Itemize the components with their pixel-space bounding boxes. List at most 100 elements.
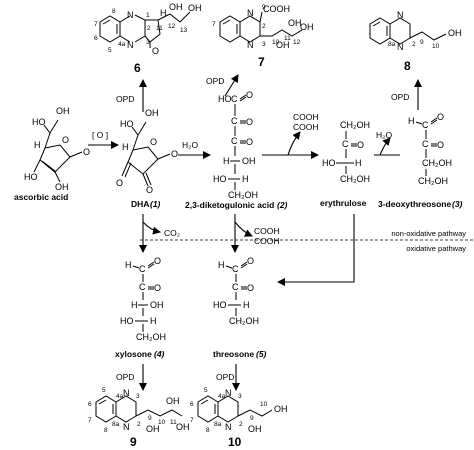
ascorbic-acid-label: ascorbic acid bbox=[14, 192, 68, 202]
svg-text:N: N bbox=[247, 40, 254, 50]
svg-text:OH: OH bbox=[166, 396, 180, 406]
dkg-number: (2) bbox=[277, 200, 288, 210]
svg-text:C: C bbox=[232, 264, 239, 274]
svg-text:H: H bbox=[160, 8, 167, 18]
svg-text:5: 5 bbox=[102, 387, 106, 394]
svg-text:HO: HO bbox=[120, 119, 134, 129]
threosone-structure: H C O C O HO H CH₂OH bbox=[213, 256, 259, 326]
svg-text:8: 8 bbox=[104, 427, 108, 434]
svg-text:N: N bbox=[127, 40, 134, 50]
dha-label: DHA bbox=[131, 199, 149, 209]
svg-text:HO: HO bbox=[218, 94, 232, 104]
svg-text:H: H bbox=[223, 156, 230, 166]
svg-text:OH: OH bbox=[274, 404, 288, 414]
svg-text:C: C bbox=[422, 120, 429, 130]
opd-label-9: OPD bbox=[116, 372, 134, 382]
svg-text:OH: OH bbox=[248, 424, 262, 434]
dha-structure: HO OH H O O O O bbox=[116, 108, 178, 195]
svg-text:7: 7 bbox=[190, 417, 194, 424]
compound-10-number: 10 bbox=[228, 435, 242, 449]
svg-text:O: O bbox=[83, 147, 90, 157]
svg-text:O: O bbox=[171, 149, 178, 159]
svg-text:2: 2 bbox=[137, 421, 141, 428]
svg-text:11: 11 bbox=[170, 419, 177, 426]
svg-text:9: 9 bbox=[262, 4, 266, 11]
svg-text:2: 2 bbox=[239, 421, 243, 428]
svg-text:N: N bbox=[127, 10, 134, 20]
svg-text:9: 9 bbox=[420, 39, 424, 46]
svg-text:O: O bbox=[152, 46, 159, 56]
svg-text:H: H bbox=[122, 142, 129, 152]
opd-label-10: OPD bbox=[216, 372, 234, 382]
svg-text:OH: OH bbox=[242, 156, 256, 166]
svg-text:10: 10 bbox=[272, 39, 280, 46]
svg-text:6: 6 bbox=[88, 401, 92, 408]
svg-text:HO: HO bbox=[120, 316, 134, 326]
oxalic-top-2: COOH bbox=[293, 122, 319, 132]
svg-text:13: 13 bbox=[180, 27, 188, 34]
svg-text:C: C bbox=[139, 282, 146, 292]
svg-text:9: 9 bbox=[148, 415, 152, 422]
svg-text:O: O bbox=[154, 283, 161, 293]
svg-text:C: C bbox=[231, 94, 238, 104]
compound-9-structure: N N OH OH OH 5 6 7 8 8a 4a 3 2 9 10 11 bbox=[88, 387, 190, 434]
svg-text:CH₂OH: CH₂OH bbox=[340, 174, 370, 184]
svg-text:OH: OH bbox=[288, 18, 302, 28]
compound-6-structure: N N H O OH OH 7 6 5 4a 8 1 2 3 11 12 13 bbox=[94, 2, 202, 56]
svg-text:CH₂OH: CH₂OH bbox=[136, 332, 166, 342]
svg-text:O: O bbox=[246, 117, 253, 127]
svg-text:C: C bbox=[342, 139, 349, 149]
svg-text:O: O bbox=[246, 90, 253, 100]
xylosone-label: xylosone bbox=[115, 349, 152, 359]
svg-text:HO: HO bbox=[32, 117, 46, 127]
svg-text:HO: HO bbox=[213, 300, 227, 310]
svg-text:8a: 8a bbox=[214, 421, 222, 428]
svg-text:OH: OH bbox=[145, 108, 159, 118]
ascorbic-acid-structure: HO OH H O O HO OH bbox=[24, 106, 90, 192]
svg-text:11: 11 bbox=[156, 25, 163, 32]
deoxythreosone-structure: H C O C O CH₂OH CH₂OH bbox=[408, 112, 452, 186]
dha-number: (1) bbox=[150, 199, 161, 209]
erythrulose-structure: CH₂OH C O HO H CH₂OH bbox=[322, 120, 370, 184]
svg-text:CH₂OH: CH₂OH bbox=[418, 176, 448, 186]
svg-text:COOH: COOH bbox=[263, 4, 290, 14]
svg-text:C: C bbox=[139, 264, 146, 274]
svg-text:HO: HO bbox=[213, 174, 227, 184]
svg-text:N: N bbox=[123, 422, 130, 432]
svg-text:CH₂OH: CH₂OH bbox=[228, 190, 258, 200]
svg-text:H: H bbox=[218, 260, 225, 270]
svg-text:H: H bbox=[131, 300, 138, 310]
svg-text:OH: OH bbox=[146, 424, 160, 434]
erythrulose-label: erythrulose bbox=[320, 198, 367, 208]
svg-text:OH: OH bbox=[448, 28, 462, 38]
svg-text:4a: 4a bbox=[218, 393, 226, 400]
svg-text:OH: OH bbox=[56, 106, 70, 116]
svg-text:OH: OH bbox=[176, 422, 190, 432]
svg-text:5: 5 bbox=[204, 387, 208, 394]
xylosone-number: (4) bbox=[154, 349, 165, 359]
opd-label-7: OPD bbox=[206, 76, 224, 86]
svg-text:CH₂OH: CH₂OH bbox=[422, 158, 452, 168]
compound-9-number: 9 bbox=[130, 435, 137, 449]
svg-text:7: 7 bbox=[212, 21, 216, 28]
svg-text:4a: 4a bbox=[116, 393, 124, 400]
svg-text:3: 3 bbox=[262, 41, 266, 48]
svg-text:O: O bbox=[357, 140, 364, 150]
svg-text:11: 11 bbox=[284, 35, 291, 42]
water-label-2: H₂O bbox=[376, 130, 392, 140]
svg-text:OH: OH bbox=[188, 3, 202, 13]
svg-text:CH₂OH: CH₂OH bbox=[340, 120, 370, 130]
svg-text:H: H bbox=[408, 116, 415, 126]
svg-text:H: H bbox=[242, 174, 249, 184]
svg-text:HO: HO bbox=[322, 158, 336, 168]
compound-8-number: 8 bbox=[404, 59, 411, 73]
non-oxidative-label: non-oxidative pathway bbox=[391, 229, 466, 238]
oxidation-reagent: [ O ] bbox=[92, 130, 108, 140]
svg-text:O: O bbox=[246, 137, 253, 147]
svg-text:HO: HO bbox=[24, 172, 38, 182]
opd-arrow-to-7 bbox=[224, 74, 239, 97]
svg-text:C: C bbox=[231, 116, 238, 126]
svg-text:O: O bbox=[146, 185, 153, 195]
svg-text:3: 3 bbox=[136, 393, 140, 400]
